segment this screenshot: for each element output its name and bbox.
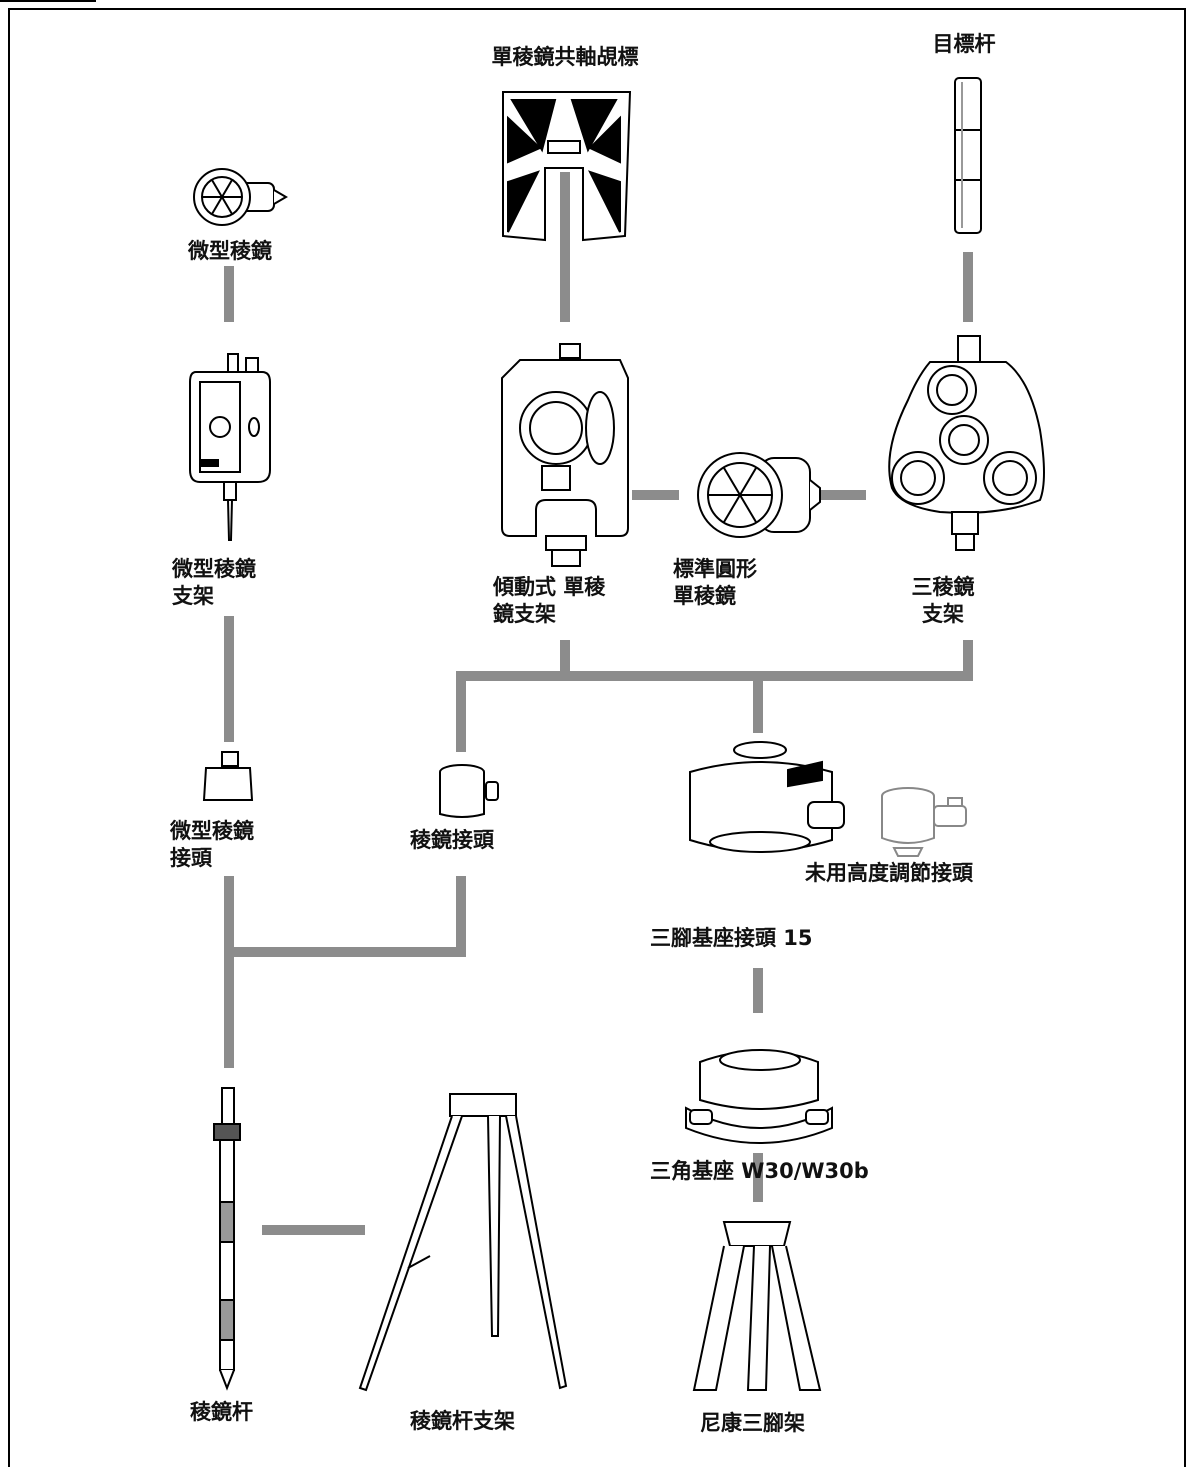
label-prism-adapter: 稜鏡接頭: [410, 828, 494, 852]
label-height-adapter: 未用高度調節接頭: [805, 861, 973, 885]
round-prism-drawing: [697, 452, 821, 538]
label-triple-holder: 三稜鏡 支架: [911, 575, 975, 626]
tilting-holder-drawing: [501, 343, 629, 567]
connector-adapter-to-pole: [229, 876, 466, 957]
diagram-frame: [8, 8, 1186, 1467]
prism-pole-drawing: [213, 1087, 241, 1391]
label-mini-prism: 微型稜鏡: [188, 239, 272, 263]
label-single-prism-target: 單稜鏡共軸覘標: [491, 45, 639, 69]
nikon-tripod-drawing: [692, 1221, 822, 1391]
tribrach-adapter-drawing: [689, 741, 845, 853]
label-nikon-tripod: 尼康三腳架: [700, 1411, 805, 1435]
prism-adapter-drawing: [439, 764, 499, 818]
corner-tab: [0, 0, 96, 10]
mini-prism-holder-drawing: [189, 353, 271, 541]
triple-holder-drawing: [888, 335, 1045, 551]
label-prism-pole: 稜鏡杆: [190, 1400, 253, 1424]
mini-prism-drawing: [193, 168, 288, 226]
pole-bipod-drawing: [358, 1093, 568, 1392]
label-target-rod: 目標杆: [932, 32, 996, 56]
label-round-prism: 標準圓形 單稜鏡: [673, 557, 757, 608]
label-tribrach: 三角基座 W30/W30b: [650, 1159, 869, 1183]
label-tribrach-adapter: 三腳基座接頭 15: [650, 926, 813, 950]
single-prism-target-drawing: [502, 91, 632, 242]
tribrach-drawing: [685, 1049, 833, 1144]
connector-tilting-to-adapter: [456, 640, 570, 752]
height-adapter-drawing: [881, 787, 967, 857]
label-mini-prism-adapter: 微型稜鏡 接頭: [170, 819, 254, 870]
connector-triple-bus: [565, 640, 973, 681]
connector-lines: [224, 172, 973, 1235]
label-pole-bipod: 稜鏡杆支架: [410, 1409, 515, 1433]
label-mini-prism-holder: 微型稜鏡 支架: [172, 557, 256, 608]
target-rod-drawing: [954, 77, 982, 234]
label-tilting-holder: 傾動式 單稜 鏡支架: [493, 575, 606, 626]
mini-prism-adapter-drawing: [202, 751, 254, 801]
